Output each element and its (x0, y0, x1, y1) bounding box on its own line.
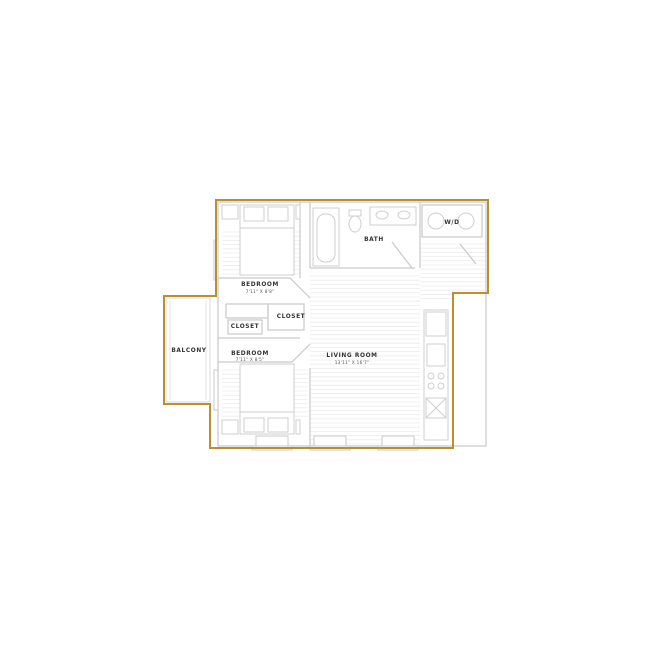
living-room-label: LIVING ROOM (326, 351, 377, 359)
unit-outline (163, 199, 489, 449)
bath-label: BATH (364, 235, 384, 243)
closet2-label: CLOSET (277, 312, 306, 320)
bath-fixtures (312, 206, 417, 267)
balcony-label: BALCONY (171, 346, 206, 354)
balcony-railing (169, 300, 207, 400)
washer-dryer (427, 212, 475, 230)
interior-walls (217, 201, 487, 447)
closet1-label: CLOSET (231, 322, 260, 330)
living-room-dims: 13'11" X 16'7" (335, 360, 370, 365)
bedroom1-dims: 7'11" X 8'8" (246, 289, 275, 294)
bed-1 (221, 204, 301, 276)
kitchen-counter (423, 309, 449, 441)
wd-label: W/D (444, 218, 459, 226)
bed-2 (221, 363, 301, 435)
balcony-area (165, 297, 211, 403)
bedroom1-label: BEDROOM (241, 280, 279, 288)
bedroom2-dims: 7'11" X 8'5" (236, 357, 265, 362)
bedroom2-label: BEDROOM (231, 349, 269, 357)
